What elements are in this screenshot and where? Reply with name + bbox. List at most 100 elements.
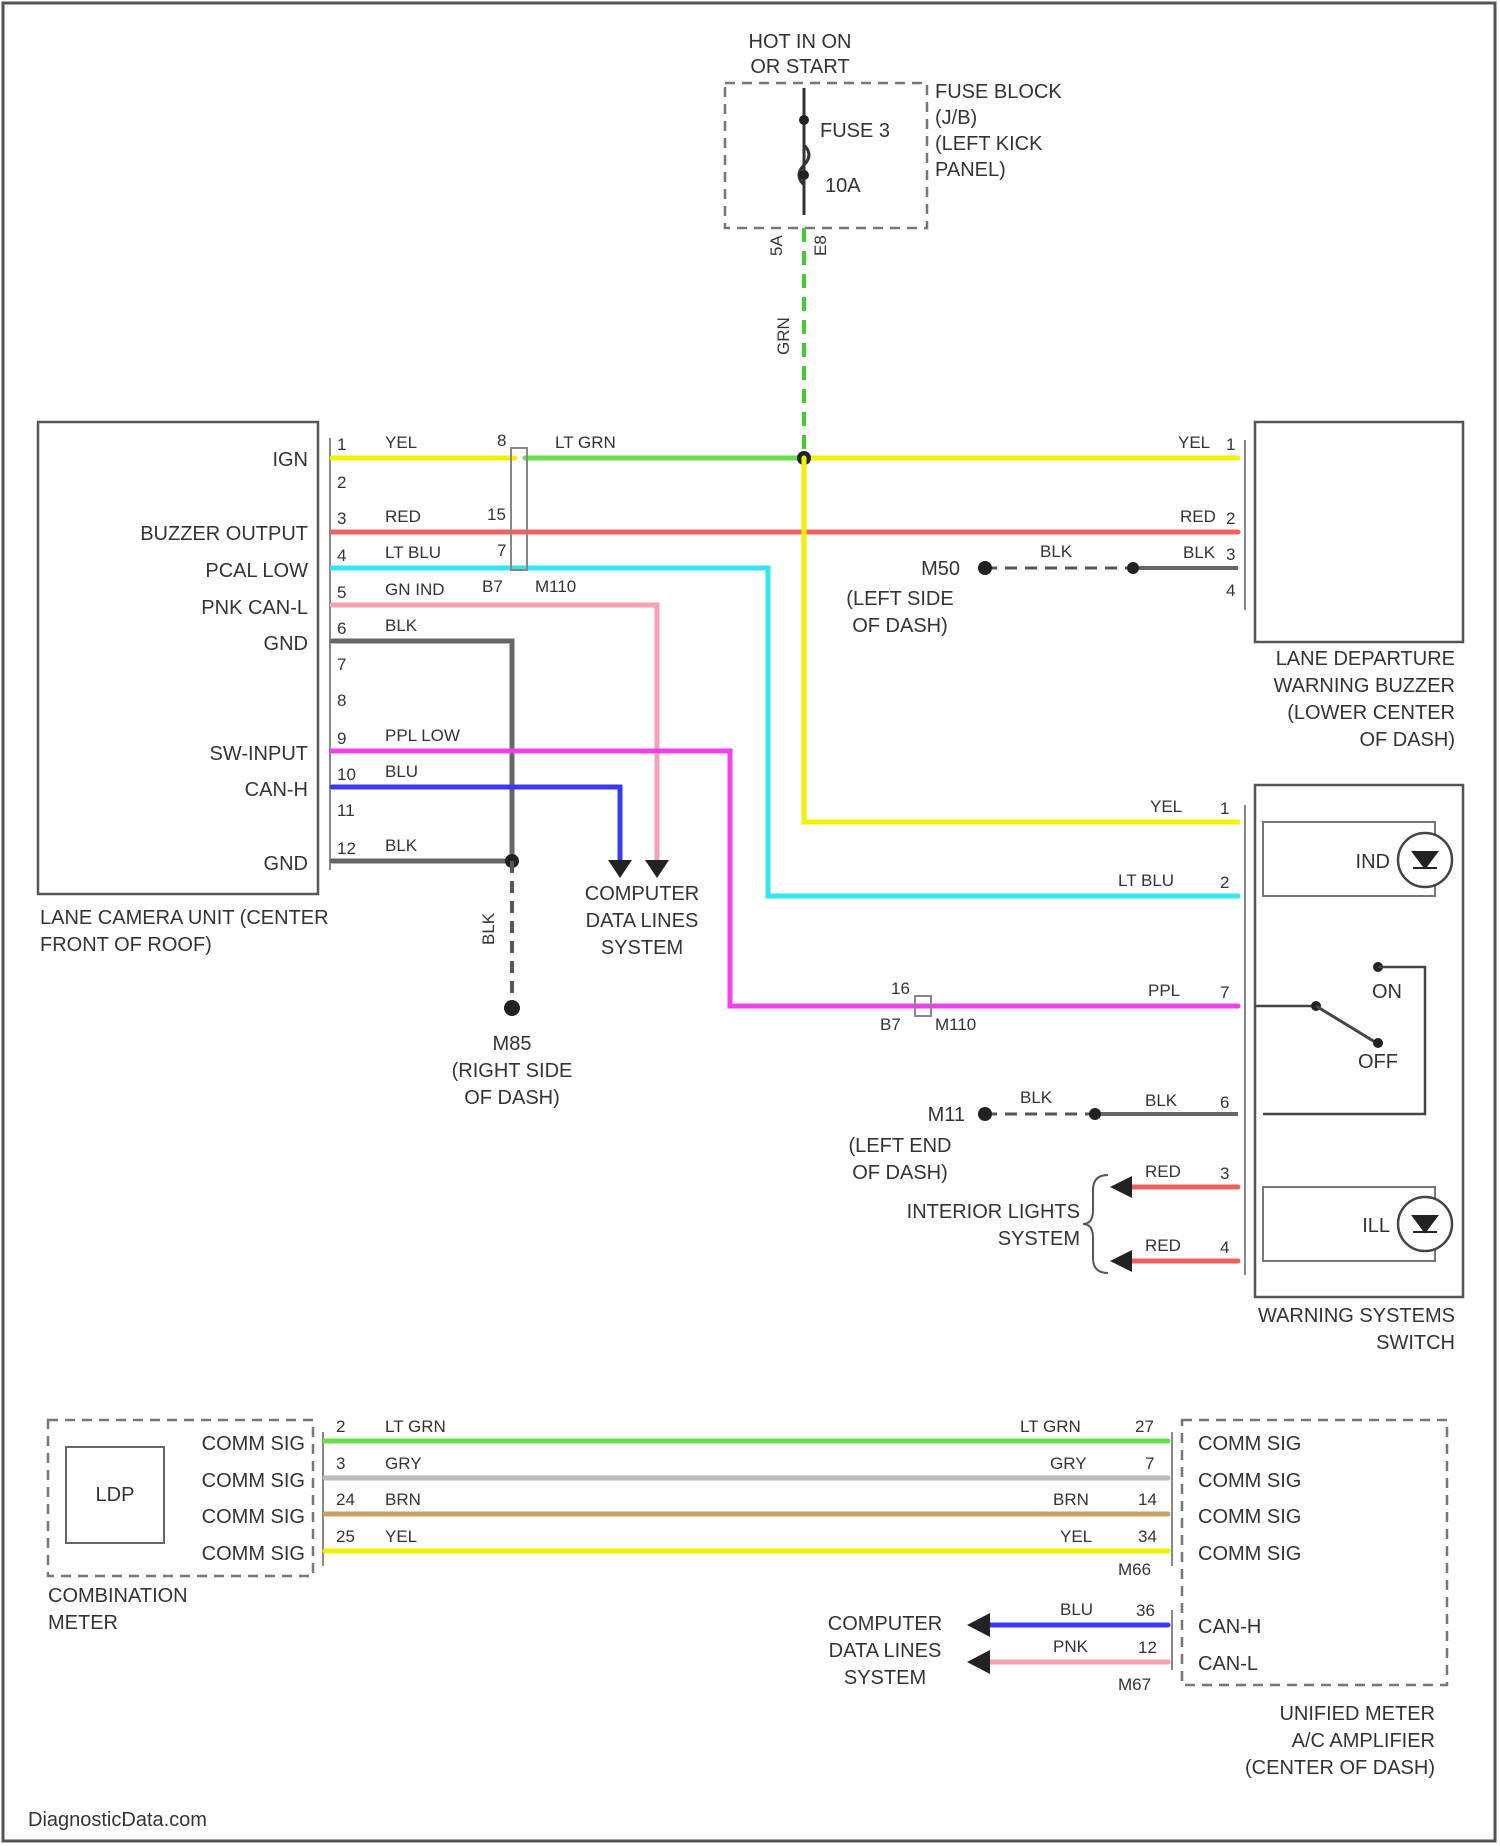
amp-title-2: A/C AMPLIFIER [1292, 1730, 1435, 1752]
camera-pin-11: 11 [337, 801, 355, 820]
interior-lights-brace [1083, 1175, 1108, 1273]
ground-m50-name: M50 [921, 558, 960, 580]
fuse-pin-top: 5A [767, 235, 786, 256]
m11-node [1089, 1108, 1101, 1120]
power-section: HOT IN ON OR START FUSE 3 10A FUSE BLOCK… [725, 31, 1062, 460]
wire-label-blk-1: BLK [385, 616, 418, 635]
lane-camera-unit: IGN BUZZER OUTPUT PCAL LOW PNK CAN-L GND… [38, 422, 356, 956]
m50-wire-label: BLK [1040, 542, 1073, 561]
ground-m11-line-1: (LEFT END [849, 1135, 952, 1157]
switch-title-1: WARNING SYSTEMS [1258, 1305, 1455, 1327]
amp-conn-2: M67 [1118, 1675, 1151, 1694]
splice-pin-7: 7 [497, 541, 506, 560]
camera-pin-6: 6 [337, 619, 346, 638]
camera-label-canl: PNK CAN-L [201, 597, 308, 619]
buzzer-title-1: LANE DEPARTURE [1276, 648, 1455, 670]
camera-label-ign: IGN [272, 449, 308, 471]
grn-wire-label: GRN [774, 317, 793, 355]
computer-data-2-line-3: SYSTEM [844, 1667, 926, 1689]
camera-label-sw: SW-INPUT [209, 743, 308, 765]
meter-wire-4: YEL [385, 1527, 417, 1546]
ground-m11-line-2: OF DASH) [852, 1162, 948, 1184]
ground-m85-icon [504, 1000, 520, 1016]
switch-on-label: ON [1372, 981, 1402, 1003]
camera-label-pcal: PCAL LOW [205, 560, 308, 582]
fuse-block-line-2: (J/B) [935, 107, 977, 129]
ldp-label: LDP [96, 1484, 135, 1506]
splice-conn-b7: B7 [482, 577, 503, 596]
arrow-canl-icon [645, 860, 669, 878]
camera-pin-4: 4 [337, 546, 346, 565]
meter-row-1-label: COMM SIG [202, 1433, 305, 1455]
camera-label-buzzer: BUZZER OUTPUT [140, 523, 308, 545]
amp-row-1-label: COMM SIG [1198, 1433, 1301, 1455]
camera-pin-1: 1 [337, 435, 346, 454]
camera-label-canh: CAN-H [245, 779, 308, 801]
combination-meter: LDP COMM SIG COMM SIG COMM SIG COMM SIG … [48, 1417, 1168, 1634]
computer-data-1-line-1: COMPUTER [585, 883, 699, 905]
buzzer-pin-3: 3 [1226, 545, 1235, 564]
m11-wire-label: BLK [1020, 1088, 1053, 1107]
amp-row-3-label: COMM SIG [1198, 1506, 1301, 1528]
switch-pin-3: 3 [1220, 1164, 1229, 1183]
fuse-block-line-4: PANEL) [935, 159, 1006, 181]
warning-systems-switch: IND YEL 1 LT BLU 2 PPL 7 16 B7 M110 ON O… [849, 785, 1463, 1354]
camera-pin-12: 12 [337, 839, 356, 858]
interior-lights-line-2: SYSTEM [998, 1228, 1080, 1250]
switch-wire-ppl: PPL [1148, 981, 1180, 1000]
meter-pin-3: 24 [336, 1490, 355, 1509]
amp-row-2-label: COMM SIG [1198, 1470, 1301, 1492]
arrow-amp-canh-icon [967, 1613, 990, 1637]
ground-m50-line-1: (LEFT SIDE [846, 588, 953, 610]
meter-row-3-label: COMM SIG [202, 1506, 305, 1528]
switch-wire-ltblu: LT BLU [1118, 871, 1174, 890]
arrow-amp-canl-icon [967, 1650, 990, 1674]
wire-label-ltblu: LT BLU [385, 543, 441, 562]
hot-label-2: OR START [750, 56, 849, 78]
fuse-block-line-1: FUSE BLOCK [935, 81, 1062, 103]
gnd-wire-vertical-label: BLK [479, 912, 498, 945]
amp-can-label-2: CAN-L [1198, 1653, 1258, 1675]
meter-pin-4: 25 [336, 1527, 355, 1546]
amp-conn-1: M66 [1118, 1560, 1151, 1579]
splice-pin-8: 8 [497, 431, 506, 450]
lane-departure-buzzer: YEL 1 RED 2 BLK 3 4 LANE DEPARTURE WARNI… [846, 422, 1463, 751]
buzzer-wire-yel: YEL [1178, 433, 1210, 452]
buzzer-pin-4: 4 [1226, 581, 1235, 600]
camera-label-gnd: GND [264, 633, 308, 655]
camera-wires: YEL 8 LT GRN RED 15 LT BLU 7 B7 M110 GN … [332, 431, 1238, 1109]
ground-m50-line-2: OF DASH) [852, 615, 948, 637]
buzzer-wire-blk: BLK [1183, 543, 1216, 562]
meter-wire-1: LT GRN [385, 1417, 446, 1436]
switch-off-label: OFF [1358, 1051, 1398, 1073]
amp-title-1: UNIFIED METER [1279, 1703, 1435, 1725]
ppl-splice-conn-m110: M110 [935, 1015, 976, 1034]
switch-wire-red-3: RED [1145, 1162, 1181, 1181]
switch-wire-blk: BLK [1145, 1091, 1178, 1110]
ppl-splice-conn-b7: B7 [880, 1015, 901, 1034]
switch-title-2: SWITCH [1376, 1332, 1455, 1354]
computer-data-1-line-3: SYSTEM [601, 937, 683, 959]
camera-pin-3: 3 [337, 509, 346, 528]
camera-title-1: LANE CAMERA UNIT (CENTER [40, 907, 329, 929]
buzzer-box [1255, 422, 1463, 642]
meter-wire-2: GRY [385, 1454, 422, 1473]
amp-title-3: (CENTER OF DASH) [1245, 1757, 1435, 1779]
amp-pin-4: 34 [1138, 1527, 1157, 1546]
switch-ind-label: IND [1356, 851, 1390, 873]
fuse-rating: 10A [825, 175, 861, 197]
ground-m11-name: M11 [928, 1104, 965, 1126]
amp-pin-2: 7 [1145, 1454, 1154, 1473]
footer-credit: DiagnosticData.com [28, 1809, 207, 1831]
unified-meter-amplifier: COMM SIG COMM SIG COMM SIG COMM SIG LT G… [828, 1417, 1447, 1779]
computer-data-2-line-2: DATA LINES [829, 1640, 942, 1662]
amp-pin-1: 27 [1135, 1417, 1154, 1436]
switch-pin-6: 6 [1220, 1093, 1229, 1112]
meter-pin-1: 2 [336, 1417, 345, 1436]
fuse-pin-bottom: E8 [811, 235, 830, 256]
wire-pcal-ltblu [332, 568, 1238, 896]
splice-conn-m110: M110 [535, 577, 576, 596]
amp-can-pin-1: 36 [1136, 1601, 1155, 1620]
switch-ill-label: ILL [1362, 1215, 1390, 1237]
